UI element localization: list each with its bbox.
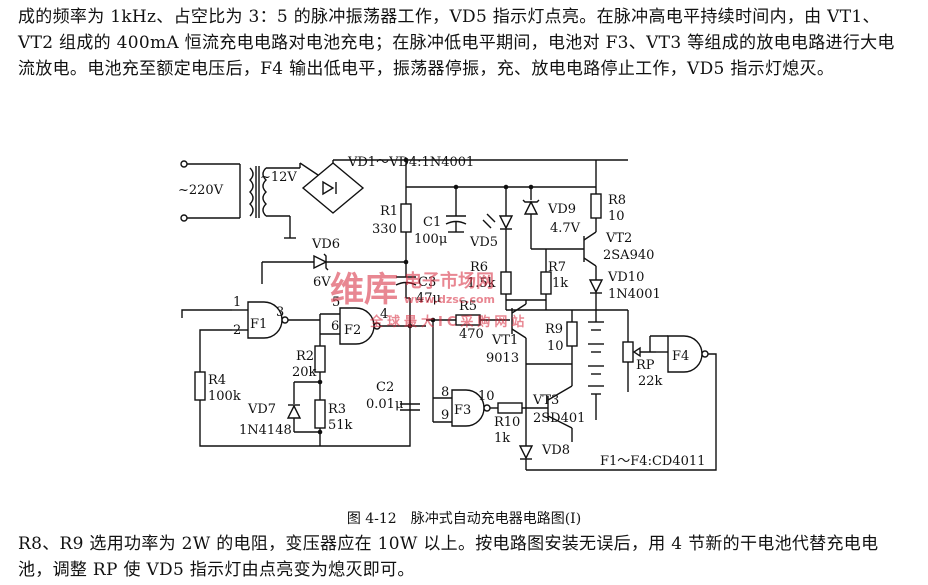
svg-text:1N4001: 1N4001 [608, 287, 661, 302]
svg-text:51k: 51k [328, 418, 353, 433]
svg-text:VT3: VT3 [532, 393, 559, 408]
capacitor-c2: C2 0.01μ [366, 380, 420, 412]
r5-label: R5 [459, 299, 477, 314]
svg-text:R4: R4 [208, 373, 226, 388]
svg-text:4.7V: 4.7V [550, 221, 581, 236]
svg-text:47μ: 47μ [416, 291, 441, 306]
r9-value: 10 [547, 339, 564, 354]
svg-text:330: 330 [372, 222, 397, 237]
gate-f2: F2 5 6 4 [319, 295, 426, 345]
watermark-logo: 维库 [330, 270, 398, 310]
svg-text:20k: 20k [292, 365, 317, 380]
bridge-rectifier: VD1～VD4:1N4001 [284, 155, 628, 239]
svg-text:5: 5 [332, 295, 340, 310]
svg-text:VT1: VT1 [491, 333, 518, 348]
capacitor-c1: C1 100μ [414, 187, 467, 247]
resistor-r7 [540, 271, 552, 295]
svg-text:9013: 9013 [486, 351, 519, 366]
svg-text:2SA940: 2SA940 [603, 248, 654, 263]
svg-text:R8: R8 [608, 193, 626, 208]
note-paragraph: R8、R9 选用功率为 2W 的电阻，变压器应在 10W 以上。按电路图安装无误… [18, 534, 879, 580]
r7-label: R7 [548, 260, 566, 275]
svg-text:F3: F3 [454, 403, 471, 418]
svg-text:VD7: VD7 [247, 402, 276, 417]
watermark: 维库 电子市场网 www.dzsc.com 全球最大IC采购网站 [330, 262, 528, 330]
svg-text:0.01μ: 0.01μ [366, 397, 403, 412]
diode-vd10: VD10 1N4001 [588, 270, 661, 310]
ic-note: F1～F4:CD4011 [600, 454, 705, 469]
watermark-site: 电子市场网 [404, 271, 494, 292]
watermark-url: www.dzsc.com [404, 293, 496, 306]
resistor-r10 [497, 402, 523, 414]
svg-text:VD10: VD10 [607, 270, 644, 285]
svg-text:VT2: VT2 [605, 231, 632, 246]
svg-text:C2: C2 [376, 380, 394, 395]
svg-text:6: 6 [331, 319, 339, 334]
description-paragraph: 成的频率为 1kHz、占空比为 3：5 的脉冲振荡器工作，VD5 指示灯点亮。在… [18, 7, 895, 79]
svg-text:R1: R1 [380, 204, 398, 219]
resistor-r4: R4 100k [194, 371, 241, 404]
r6-value: 1.5k [467, 276, 496, 291]
svg-text:F2: F2 [344, 323, 361, 338]
svg-text:~12V: ~12V [260, 170, 297, 185]
svg-text:VD5: VD5 [469, 235, 498, 250]
svg-text:RP: RP [636, 358, 655, 373]
svg-text:8: 8 [441, 385, 449, 400]
svg-text:10: 10 [478, 389, 495, 404]
resistor-r3: R3 51k [314, 382, 353, 446]
r10-label: R10 [494, 415, 520, 430]
resistor-r9 [566, 321, 578, 347]
svg-text:C3: C3 [418, 275, 436, 290]
resistor-r2: R2 20k [292, 334, 326, 382]
svg-text:6V: 6V [313, 275, 331, 290]
svg-text:4: 4 [380, 307, 388, 322]
svg-text:VD6: VD6 [311, 237, 340, 252]
svg-text:F4: F4 [672, 349, 689, 364]
svg-text:100μ: 100μ [414, 232, 447, 247]
zener-vd9: VD9 4.7V [522, 187, 581, 240]
svg-text:2SD401: 2SD401 [533, 411, 585, 426]
transistor-vt1: VT1 9013 [486, 299, 546, 366]
svg-text:~220V: ~220V [178, 183, 224, 198]
r7-value: 1k [552, 276, 568, 291]
svg-text:1: 1 [233, 295, 241, 310]
svg-text:22k: 22k [638, 374, 663, 389]
resistor-r8: R8 10 [590, 187, 626, 232]
gate-f4: F4 [667, 335, 717, 471]
svg-text:R3: R3 [328, 402, 346, 417]
transformer: ~12V [249, 163, 301, 218]
gate-f3: F3 8 9 10 [432, 320, 498, 427]
r10-value: 1k [494, 431, 510, 446]
diode-vd8: VD8 [518, 364, 570, 470]
zener-vd6: VD6 6V [261, 237, 406, 290]
svg-text:10: 10 [608, 209, 625, 224]
svg-text:100k: 100k [208, 389, 241, 404]
svg-text:F1: F1 [250, 317, 267, 332]
r9-label: R9 [545, 322, 563, 337]
figure-caption: 图 4-12 脉冲式自动充电器电路图(Ⅰ) [346, 511, 582, 527]
gate-f1: F1 1 2 3 [232, 295, 289, 339]
svg-text:VD9: VD9 [547, 202, 576, 217]
watermark-sub: 全球最大IC采购网站 [370, 315, 529, 330]
r5-value: 470 [459, 327, 484, 342]
diode-vd7: VD7 1N4148 [239, 382, 320, 438]
svg-text:R2: R2 [296, 349, 314, 364]
led-vd5: VD5 [469, 187, 514, 262]
svg-text:VD8: VD8 [541, 443, 570, 458]
r6-label: R6 [470, 260, 488, 275]
svg-text:2: 2 [233, 323, 241, 338]
svg-text:VD1～VD4:1N4001: VD1～VD4:1N4001 [347, 155, 474, 170]
svg-text:3: 3 [276, 305, 284, 320]
ac-input: ~220V [178, 160, 241, 222]
transistor-vt3: VT3 2SD401 [532, 364, 585, 442]
potentiometer-rp: RP 22k [622, 310, 663, 392]
battery [588, 310, 604, 420]
svg-text:9: 9 [441, 408, 449, 423]
svg-text:1N4148: 1N4148 [239, 423, 292, 438]
svg-text:C1: C1 [423, 215, 441, 230]
capacitor-c3: C3 47μ [395, 262, 441, 306]
transistor-vt2: VT2 2SA940 [530, 231, 654, 280]
resistor-r1: R1 330 [372, 187, 412, 262]
